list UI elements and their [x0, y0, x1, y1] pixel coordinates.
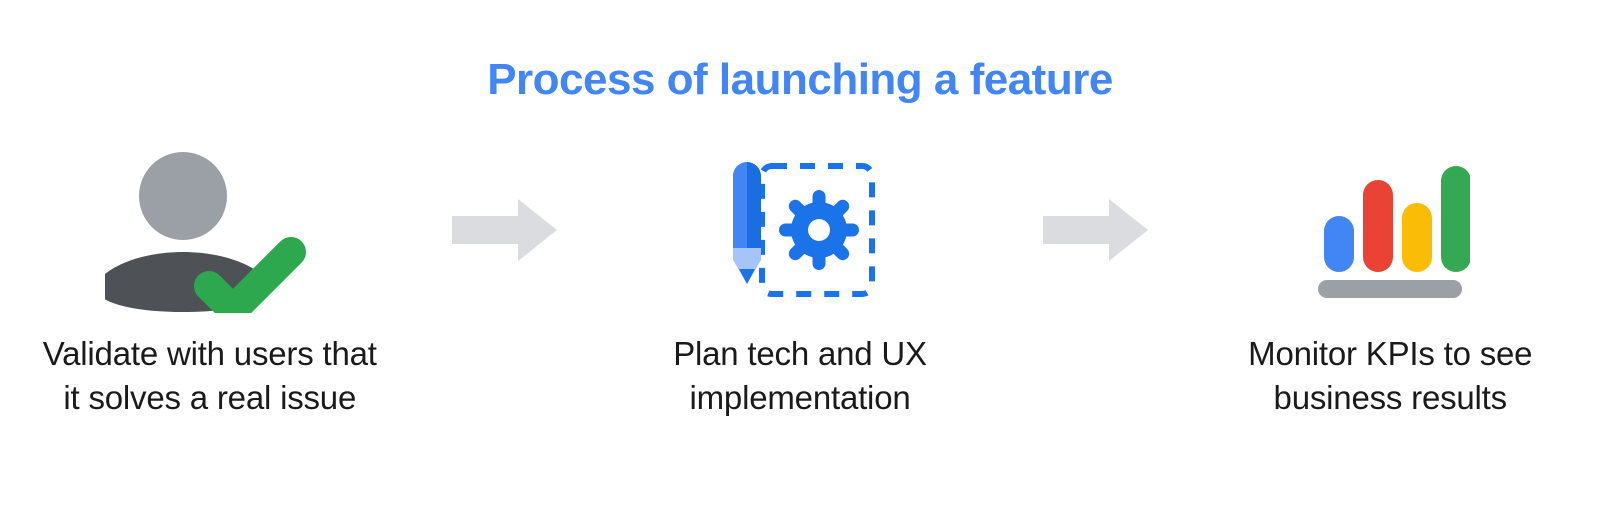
step-monitor-caption: Monitor KPIs to see business results [1248, 335, 1533, 416]
bar-blue [1324, 215, 1355, 272]
step-monitor: Monitor KPIs to see business results [1181, 140, 1600, 419]
step-plan-icon-area [590, 140, 1010, 320]
bar-chart-icon [1310, 158, 1471, 303]
pencil-and-gear-in-dashed-box-icon [720, 158, 880, 303]
page-title: Process of launching a feature [487, 55, 1113, 104]
bar-green [1441, 165, 1471, 272]
step-validate: Validate with users that it solves a rea… [0, 140, 420, 419]
connector-1 [420, 140, 591, 320]
bar-yellow [1402, 202, 1433, 272]
step-validate-icon-area [0, 140, 420, 320]
step-monitor-icon-area [1181, 140, 1600, 320]
step-plan-caption: Plan tech and UX implementation [673, 335, 927, 416]
connector-2 [1010, 140, 1181, 320]
process-flow: Validate with users that it solves a rea… [0, 140, 1600, 460]
step-validate-caption: Validate with users that it solves a rea… [42, 335, 377, 416]
step-plan: Plan tech and UX implementation [590, 140, 1010, 419]
person-with-checkmark-icon [104, 148, 315, 313]
chart-baseline [1318, 279, 1463, 298]
right-arrow-icon [452, 199, 558, 261]
bar-red [1363, 179, 1394, 272]
right-arrow-icon [1042, 199, 1148, 261]
